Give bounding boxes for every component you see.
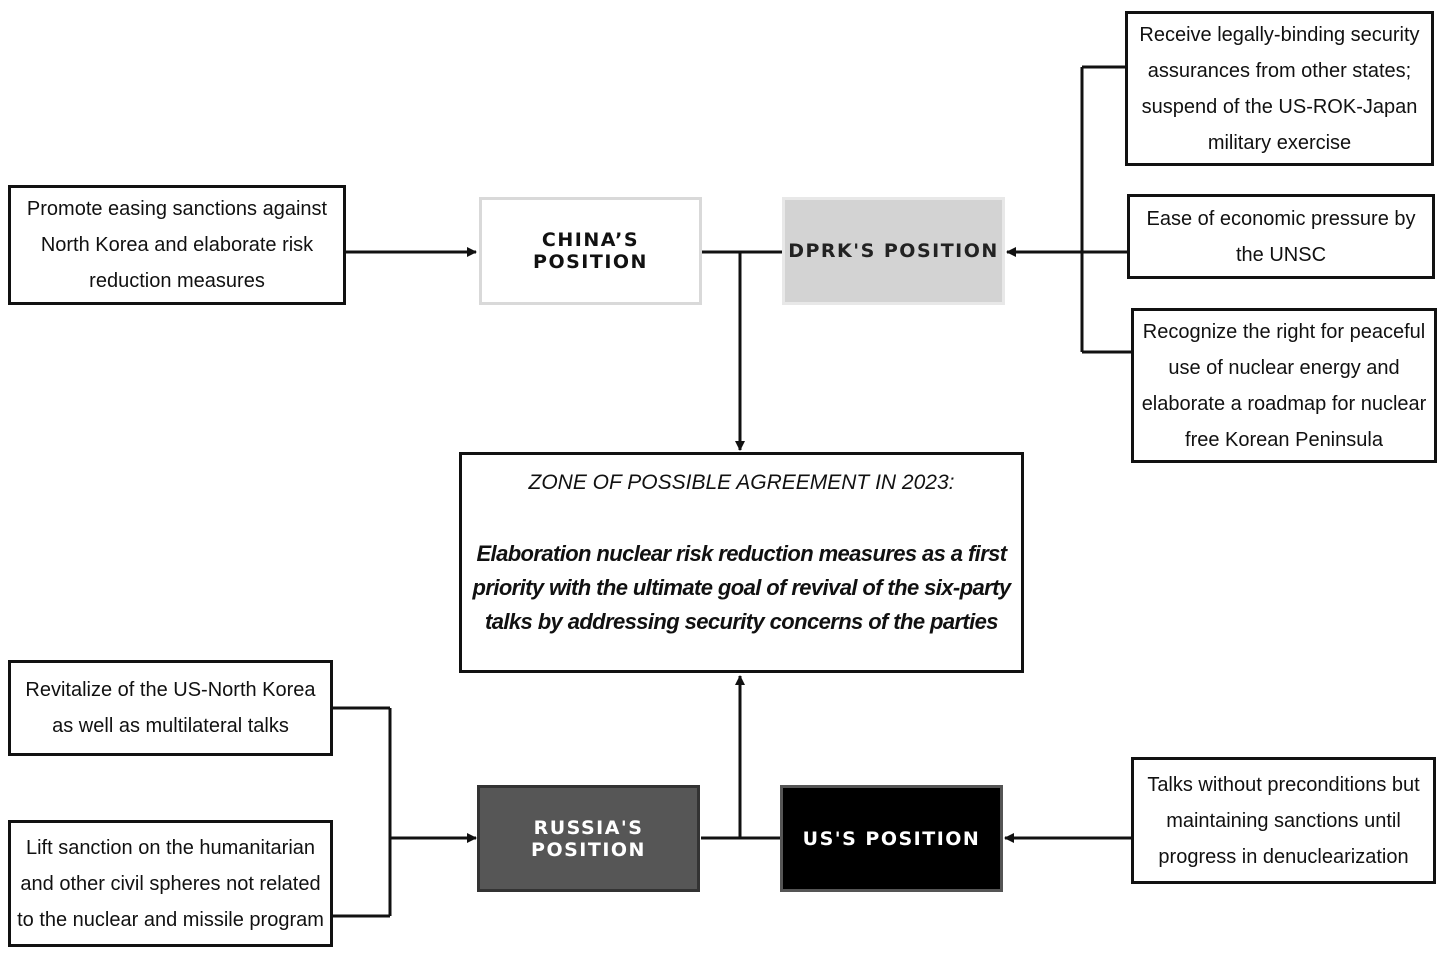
zone-title: ZONE OF POSSIBLE AGREEMENT IN 2023: xyxy=(528,471,955,494)
dprk-input-box: Ease of economic pressure by the UNSC xyxy=(1127,194,1435,279)
china-input-text: Promote easing sanctions against North K… xyxy=(26,198,328,292)
zone-of-agreement-box: ZONE OF POSSIBLE AGREEMENT IN 2023: Elab… xyxy=(459,452,1024,673)
dprk-input-text: Receive legally-binding security assuran… xyxy=(1139,23,1420,154)
us-position-box: US'S POSITION xyxy=(780,785,1003,892)
russia-input-text: Revitalize of the US-North Korea as well… xyxy=(25,679,316,737)
russia-input-box: Lift sanction on the humanitarian and ot… xyxy=(8,820,333,947)
dprk-input-text: Recognize the right for peaceful use of … xyxy=(1141,320,1427,451)
dprk-position-box: DPRK'S POSITION xyxy=(782,197,1005,305)
us-input-text: Talks without preconditions but maintain… xyxy=(1147,773,1420,868)
russia-input-box: Revitalize of the US-North Korea as well… xyxy=(8,660,333,756)
dprk-input-box: Receive legally-binding security assuran… xyxy=(1125,11,1434,166)
zone-body: Elaboration nuclear risk reduction measu… xyxy=(472,541,1012,634)
dprk-position-label: DPRK'S POSITION xyxy=(788,240,999,262)
russia-input-text: Lift sanction on the humanitarian and ot… xyxy=(17,836,324,931)
china-position-box: CHINA’S POSITION xyxy=(479,197,702,305)
dprk-input-box: Recognize the right for peaceful use of … xyxy=(1131,308,1437,463)
dprk-input-text: Ease of economic pressure by the UNSC xyxy=(1146,207,1416,266)
us-position-label: US'S POSITION xyxy=(802,827,981,850)
russia-position-box: RUSSIA'S POSITION xyxy=(477,785,700,892)
china-input-box: Promote easing sanctions against North K… xyxy=(8,185,346,305)
russia-position-label: RUSSIA'S POSITION xyxy=(531,816,646,861)
us-input-box: Talks without preconditions but maintain… xyxy=(1131,757,1436,884)
china-position-label: CHINA’S POSITION xyxy=(533,229,648,273)
